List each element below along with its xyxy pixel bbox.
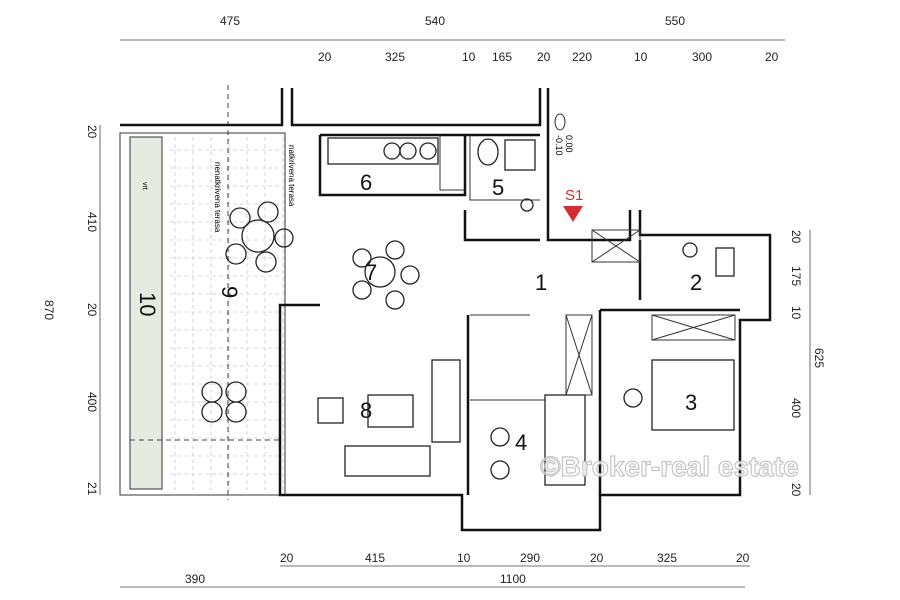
room-4-label: 4 [515,430,527,455]
dim-bottom-1100: 1100 [500,572,526,586]
dim-bottom-detail: 415 [365,551,385,565]
planter-label: vrt [141,182,148,190]
terrace-table-square [201,381,247,423]
walls [120,88,772,532]
dim-right-625: 625 [812,348,826,368]
dim-left-detail: 20 [85,303,99,317]
dim-bottom-detail: 20 [280,551,294,565]
top-dimensions: 475 540 550 20 325 10 165 20 220 10 300 … [120,14,785,64]
uncovered-terrace-label: nenatkrivena terasa [213,162,222,233]
dim-bottom-detail: 290 [520,551,540,565]
terrace: 10 vrt 9 nenatkrivena terasa natkrivena … [119,85,296,500]
dim-bottom-detail: 10 [457,551,471,565]
planter [129,136,163,490]
dim-left-detail: 400 [85,392,99,412]
level-label: -0.10 [554,135,564,156]
dim-right-detail: 10 [789,306,803,320]
dim-right-detail: 400 [789,398,803,418]
room-9-label: 9 [217,286,242,298]
bottom-dimensions: 20 415 10 290 20 325 20 390 1100 [120,551,750,588]
dim-top-detail: 220 [572,50,592,64]
level-marker: 0.00 -0.10 [554,113,574,156]
section-mark: S1 [563,187,583,222]
room-7-label: 7 [365,260,377,285]
dim-left-870: 870 [42,300,56,320]
terrace-table-round [225,201,294,273]
dim-top-detail: 20 [765,50,779,64]
dim-right-detail: 20 [789,230,803,244]
room-6-label: 6 [360,170,372,195]
level-label: 0.00 [564,135,574,153]
room-labels: 1 2 3 4 5 6 7 8 [360,170,702,455]
right-dimensions: 625 20 175 10 400 20 [789,230,826,497]
room-8-label: 8 [360,398,372,423]
covered-terrace-label: natkrivena terasa [287,145,296,207]
furniture [317,137,735,486]
dim-bottom-390: 390 [185,572,205,586]
dim-bottom-detail: 20 [590,551,604,565]
dim-right-detail: 175 [789,266,803,286]
dim-top-475: 475 [220,14,240,28]
dim-top-detail: 20 [318,50,332,64]
dim-top-detail: 20 [537,50,551,64]
dim-bottom-detail: 325 [657,551,677,565]
room-3-label: 3 [685,390,697,415]
room-2-label: 2 [690,270,702,295]
dim-top-detail: 165 [492,50,512,64]
dim-right-detail: 20 [789,483,803,497]
dim-top-550: 550 [665,14,685,28]
dim-top-detail: 300 [692,50,712,64]
dim-top-540: 540 [425,14,445,28]
left-dimensions: 870 20 410 20 400 21 [42,125,101,496]
watermark: ©Broker-real estate [540,451,799,482]
section-label: S1 [565,187,583,204]
dim-top-detail: 10 [462,50,476,64]
room-1-label: 1 [535,270,547,295]
section-arrow-icon [563,206,583,222]
dim-bottom-detail: 20 [736,551,750,565]
dim-left-detail: 21 [85,482,99,496]
dim-top-detail: 10 [634,50,648,64]
dim-left-detail: 20 [85,125,99,139]
room-5-label: 5 [492,175,504,200]
room-10-label: 10 [135,292,160,316]
dim-left-detail: 410 [85,212,99,232]
dim-top-detail: 325 [385,50,405,64]
